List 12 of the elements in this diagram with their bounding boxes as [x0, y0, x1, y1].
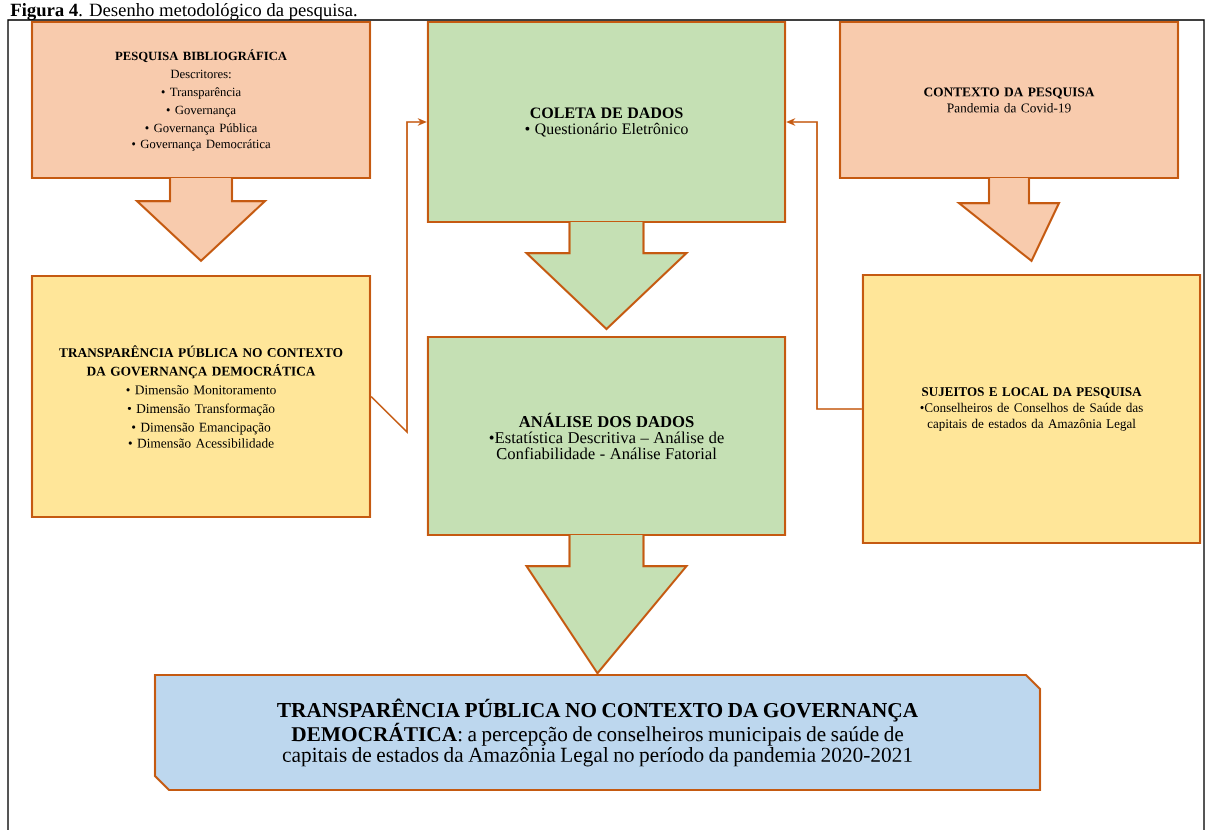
block-arrow — [955, 177, 1061, 263]
block-arrow — [523, 221, 690, 331]
process-box: SUJEITOS E LOCAL DA PESQUISA •Conselheiros de Conselhos de Saúde das capitais de estados da Amazônia Legal — [861, 273, 1202, 545]
process-box: ANÁLISE DOS DADOS •Estatística Descritiva – Análise de Confiabilidade - Análise Fatorial — [426, 335, 787, 537]
process-box: CONTEXTO DA PESQUISA Pandemia da Covid-19 — [838, 20, 1180, 180]
process-box: COLETA DE DADOS • Questionário Eletrônico — [426, 20, 787, 224]
process-box: PESQUISA BIBLIOGRÁFICA Descritores: • Transparência • Governança • Governança Pública • Governança Democrática — [30, 20, 372, 180]
conclusion-box: TRANSPARÊNCIA PÚBLICA NO CONTEXTO DA GOVERNANÇA DEMOCRÁTICA: a percepção de conselheiros municipais de saúde de capitais de estados da Amazônia Legal no período da pandemia 2020-2021 — [153, 673, 1042, 792]
figure-title: Figura 4. Desenho metodológico da pesquisa. — [10, 3, 357, 21]
process-box: TRANSPARÊNCIA PÚBLICA NO CONTEXTO DA GOVERNANÇA DEMOCRÁTICA • Dimensão Monitoramento • Dimensão Transformação • Dimensão Emancipação • Dimensão Acessibilidade — [30, 274, 372, 519]
block-arrow — [524, 534, 689, 676]
block-arrow — [134, 177, 268, 263]
